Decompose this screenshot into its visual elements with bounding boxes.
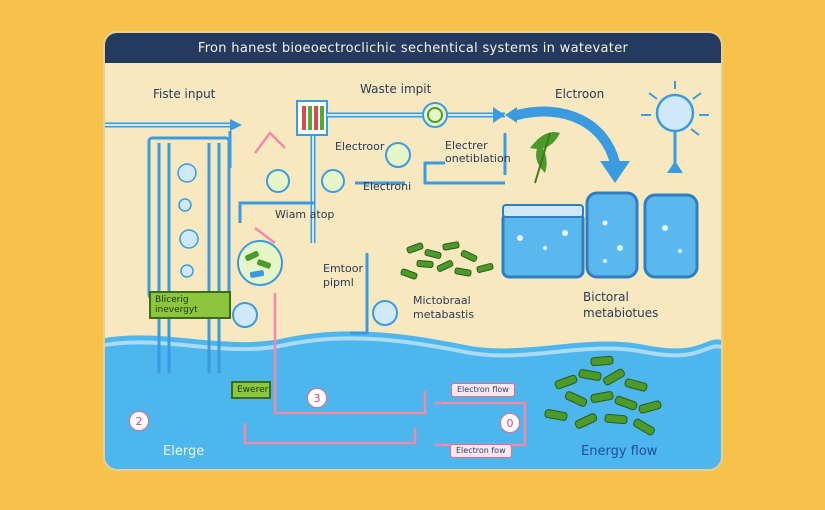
label-fiste-input: Fiste input	[153, 87, 216, 101]
marker-0: 0	[500, 413, 520, 433]
marker-2: 2	[129, 411, 149, 431]
label-wiam-atop: Wiam atop	[275, 208, 335, 221]
label-elerge: Elerge	[163, 444, 205, 459]
ewerer-box: Ewerer	[231, 381, 271, 399]
curved-flow-arrow	[512, 106, 620, 168]
label-electroni: Electroni	[363, 180, 412, 193]
biomass-pile-center	[400, 241, 494, 280]
process-illustration	[105, 81, 721, 469]
blicerig-line-1: Blicerig	[155, 295, 189, 305]
blue-flow-lines	[228, 131, 507, 335]
right-tanks	[501, 191, 699, 279]
label-energy-flow: Energy flow	[581, 444, 658, 459]
label-pipml: pipml	[323, 276, 354, 289]
water-body	[105, 331, 721, 469]
central-cluster	[237, 142, 411, 286]
reactor-bubbles	[177, 163, 199, 278]
biomass-pile-right	[544, 355, 662, 436]
filter-disc	[422, 102, 448, 128]
label-waste-impit: Waste impit	[360, 82, 432, 96]
marker-3: 3	[307, 388, 327, 408]
label-elctroon: Elctroon	[555, 87, 605, 101]
label-bictoral: Bictoral	[583, 290, 629, 304]
electron-flow-top-box: Electron flow	[451, 383, 515, 397]
water-surface-light	[105, 336, 721, 358]
electrode-microbe-icon	[641, 81, 709, 173]
diagram-title: Fron hanest bioeoectroclichic sechentica…	[105, 33, 721, 63]
label-metabastis: metabastis	[413, 308, 475, 321]
label-electroor: Electroor	[335, 140, 385, 153]
label-metabiotues: metabiotues	[583, 306, 659, 320]
plant-sprig	[530, 132, 560, 184]
label-electrer: Electrer	[445, 139, 488, 152]
label-mictobraal: Mictobraal	[413, 294, 471, 307]
blicerig-box: Blicerig inevergyt	[149, 291, 231, 319]
diagram-panel: Fron hanest bioeoectroclichic sechentica…	[103, 31, 723, 471]
label-onetiblation: onetiblation	[445, 152, 511, 165]
label-emtoor: Emtoor	[323, 262, 363, 275]
blicerig-line-2: inevergyt	[155, 305, 198, 315]
electron-flow-bottom-box: Electron fow	[450, 444, 512, 458]
top-valve	[493, 107, 505, 123]
input-arrow	[230, 119, 242, 131]
bubble-node-left	[232, 302, 258, 328]
bubble-node-mid	[372, 300, 398, 326]
